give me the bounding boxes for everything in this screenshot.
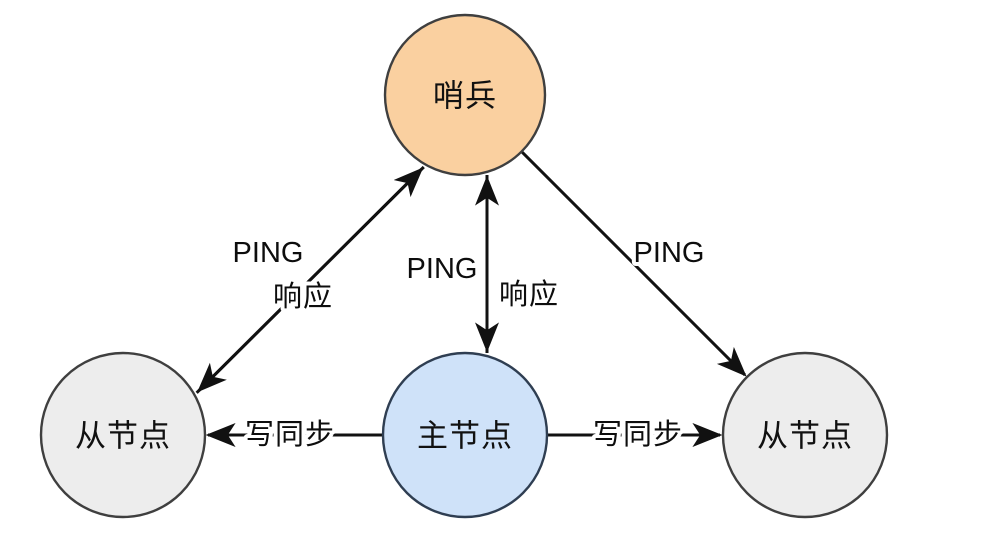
svg-text:响应: 响应 [499,278,559,311]
svg-text:响应: 响应 [499,278,559,311]
edge-ping-sentinel-slave-right [520,150,747,377]
node-master[interactable]: 主节点 [381,351,549,519]
edges-layer [195,150,747,447]
node-circle-sentinel[interactable] [383,13,547,177]
node-label-sentinel: 哨兵 [433,79,497,114]
node-circle-slave-right[interactable] [721,351,889,519]
svg-text:写同步: 写同步 [245,418,335,451]
svg-text:写同步: 写同步 [593,418,683,451]
node-label-master: 主节点 [417,419,513,454]
svg-text:响应: 响应 [273,280,333,313]
svg-text:PING: PING [233,237,304,269]
svg-text:PING: PING [634,237,705,269]
svg-text:PING: PING [634,237,705,269]
node-slave-right[interactable]: 从节点 [721,351,889,519]
svg-text:写同步: 写同步 [593,418,683,451]
svg-text:PING: PING [407,253,478,285]
node-label-slave-left: 从节点 [75,419,171,454]
node-label-slave-right: 从节点 [757,419,853,454]
node-circle-slave-left[interactable] [39,351,207,519]
edge-labels-layer: PINGPING响应响应PINGPING响应响应PINGPING写同步写同步写同… [229,233,709,455]
node-sentinel[interactable]: 哨兵 [383,13,547,177]
node-circle-master[interactable] [381,351,549,519]
node-slave-left[interactable]: 从节点 [39,351,207,519]
edge-response-slave-left-sentinel [195,167,424,394]
svg-text:响应: 响应 [273,280,333,313]
svg-text:PING: PING [233,237,304,269]
svg-text:PING: PING [407,253,478,285]
svg-text:写同步: 写同步 [245,418,335,451]
